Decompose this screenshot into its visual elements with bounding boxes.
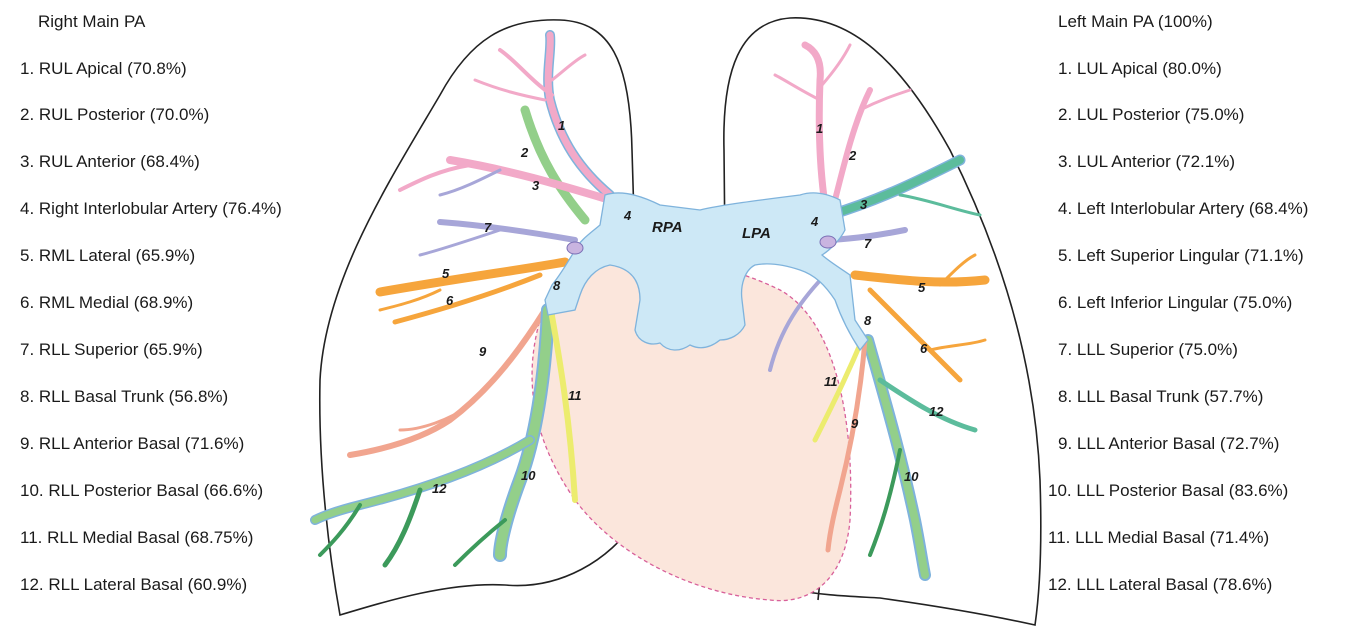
left-seg-12: 12 xyxy=(929,404,944,419)
right-seg-12: 12 xyxy=(432,481,447,496)
right-seg-3: 3 xyxy=(532,178,540,193)
left-seg-1: 1 xyxy=(816,121,823,136)
left-seg-7: 7 xyxy=(864,236,872,251)
left-inferior-lingular-vessel xyxy=(870,290,960,380)
left-seg-2: 2 xyxy=(848,148,857,163)
rpa-label: RPA xyxy=(652,219,683,236)
right-seg-7: 7 xyxy=(484,220,492,235)
rll-anterior-basal-vessel xyxy=(350,310,545,455)
right-seg-11: 11 xyxy=(568,388,582,403)
left-seg-8: 8 xyxy=(864,313,872,328)
right-seg-1: 1 xyxy=(558,118,565,133)
left-hilum-node xyxy=(820,236,836,248)
left-seg-6: 6 xyxy=(920,341,928,356)
left-seg-5: 5 xyxy=(918,280,926,295)
right-seg-10: 10 xyxy=(521,468,536,483)
lpa-label: LPA xyxy=(742,225,771,242)
left-seg-3: 3 xyxy=(860,197,868,212)
left-seg-10: 10 xyxy=(904,469,919,484)
right-hilum-node xyxy=(567,242,583,254)
right-seg-8: 8 xyxy=(553,278,561,293)
right-seg-9: 9 xyxy=(479,344,487,359)
right-seg-4: 4 xyxy=(623,208,632,223)
rll-superior-vessel xyxy=(440,222,575,240)
left-seg-11: 11 xyxy=(824,374,838,389)
right-seg-2: 2 xyxy=(520,145,529,160)
right-seg-5: 5 xyxy=(442,266,450,281)
right-seg-6: 6 xyxy=(446,293,454,308)
left-seg-4: 4 xyxy=(810,214,819,229)
left-seg-9: 9 xyxy=(851,416,859,431)
